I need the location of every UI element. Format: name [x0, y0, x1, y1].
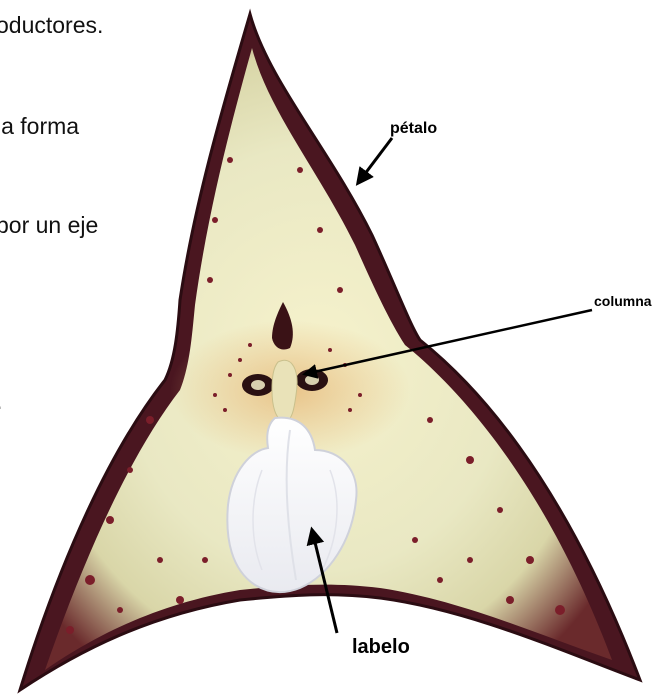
label-labelo: labelo: [352, 636, 410, 659]
text-fragment-3: por un eje: [0, 212, 98, 239]
label-columna: columna: [594, 293, 652, 309]
petal-arrow: [358, 138, 392, 183]
text-fragment-2: la forma: [0, 113, 79, 140]
label-petalo: pétalo: [390, 120, 437, 138]
text-fragment-4: .: [0, 388, 2, 415]
text-fragment-1: oductores.: [0, 12, 103, 39]
